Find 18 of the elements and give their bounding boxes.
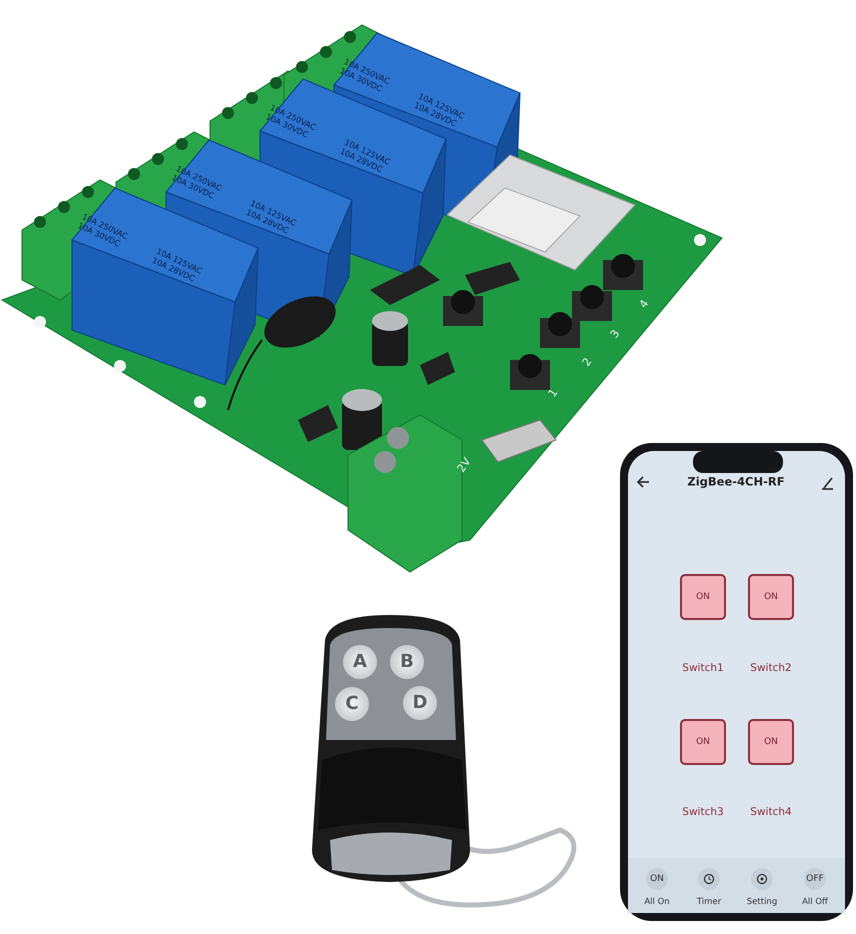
switch-name: Switch1 [682,662,724,674]
switch-name: Switch2 [750,662,792,674]
switch-button: ON [748,574,794,620]
toolbar-label: Setting [746,898,778,906]
silkscreen-text: 3 [608,328,622,340]
switch-button: ON [680,574,726,620]
toolbar-label: Timer [696,898,722,906]
screen-title: ZigBee-4CH-RF [687,476,785,488]
silkscreen-text: 2 [580,356,594,368]
silkscreen-text: 2V [455,456,473,474]
silkscreen-text: 1 [546,386,560,400]
switch-button: ON [748,719,794,765]
toolbar-label: All On [644,898,670,906]
toolbar-label: All Off [802,898,828,906]
switch-name: Switch4 [750,806,792,818]
switch-name: Switch3 [682,806,724,818]
switch-button: ON [680,719,726,765]
silkscreen-text: 4 [637,298,651,310]
